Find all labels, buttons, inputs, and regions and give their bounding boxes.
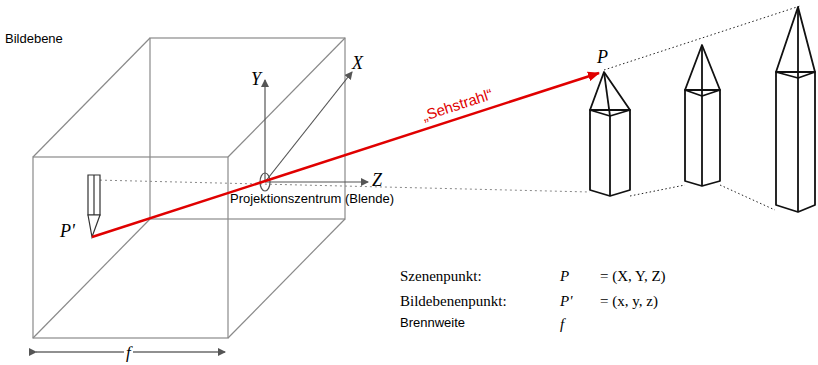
point-label: P (597, 48, 608, 68)
table-cell: P (560, 268, 569, 285)
projected-image (88, 175, 100, 237)
table-cell: = (x, y, z) (600, 293, 658, 310)
tower-objects (590, 7, 815, 212)
axis-label: Y (251, 70, 261, 90)
optical-ray (95, 180, 590, 192)
axis-label: Z (372, 171, 382, 191)
table-cell: P' (560, 293, 572, 310)
plane-label: Bildebene (5, 32, 63, 46)
line-of-sight (92, 73, 599, 237)
table-cell: = (X, Y, Z) (600, 268, 666, 285)
table-cell: Brennweite (400, 316, 465, 330)
point-label: P' (60, 222, 75, 242)
table-cell: Bildebenenpunkt: (400, 293, 507, 310)
table-cell: Szenenpunkt: (400, 268, 482, 285)
scale-lines (604, 6, 800, 210)
camera-box (33, 38, 345, 338)
table-cell: f (560, 316, 564, 333)
dimension-label: f (124, 344, 133, 363)
axis-label: X (352, 54, 363, 74)
center-label: Projektionszentrum (Blende) (230, 192, 394, 206)
